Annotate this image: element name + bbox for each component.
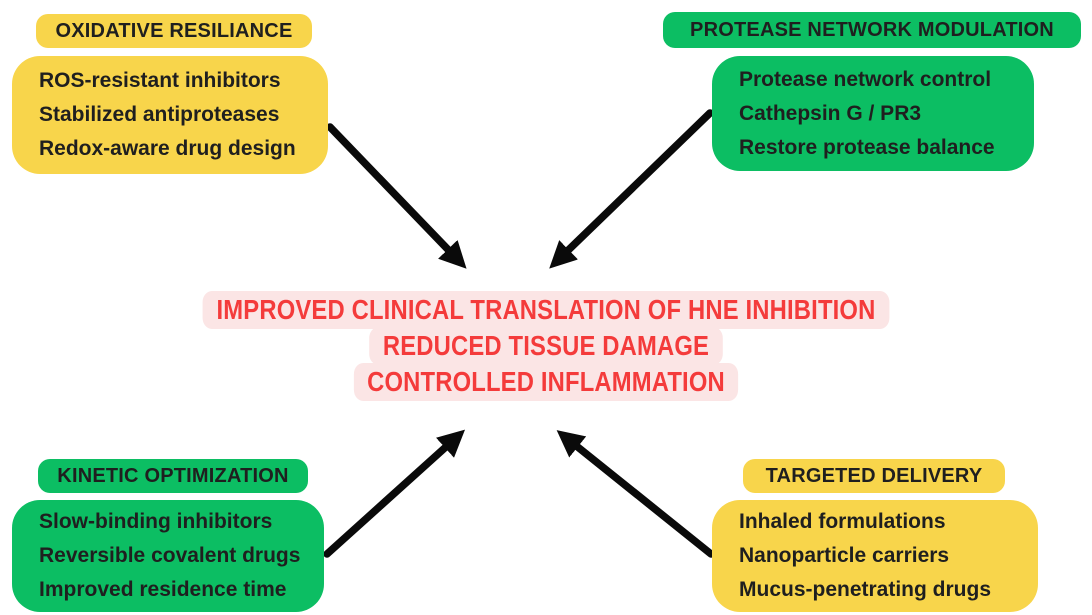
node-body-targeted-delivery: Inhaled formulations Nanoparticle carrie… [712,500,1038,612]
node-item: Restore protease balance [739,135,995,159]
center-outcome-line: IMPROVED CLINICAL TRANSLATION OF HNE INH… [202,291,890,329]
node-item: Cathepsin G / PR3 [739,101,922,125]
node-item: Mucus-penetrating drugs [739,578,992,601]
node-item: Slow-binding inhibitors [39,510,273,533]
node-body-oxidative-resiliance: ROS-resistant inhibitors Stabilized anti… [12,56,328,174]
node-body-protease-network-modulation: Protease network control Cathepsin G / P… [712,56,1034,171]
node-title: OXIDATIVE RESILIANCE [55,19,293,42]
arrow-protease-to-center [549,109,714,269]
node-header-oxidative-resiliance: OXIDATIVE RESILIANCE [36,14,312,48]
node-item: Improved residence time [39,578,287,601]
arrow-targeted-to-center [556,430,715,558]
node-item: ROS-resistant inhibitors [39,69,281,92]
center-outcome-line: REDUCED TISSUE DAMAGE [369,327,723,365]
node-header-kinetic-optimization: KINETIC OPTIMIZATION [38,459,308,493]
node-item: Inhaled formulations [739,510,946,533]
center-outcome-block: IMPROVED CLINICAL TRANSLATION OF HNE INH… [82,291,1010,401]
node-item: Nanoparticle carriers [739,544,950,567]
node-title: PROTEASE NETWORK MODULATION [690,18,1054,41]
node-title: KINETIC OPTIMIZATION [57,464,289,487]
node-header-targeted-delivery: TARGETED DELIVERY [743,459,1005,493]
node-body-kinetic-optimization: Slow-binding inhibitors Reversible coval… [12,500,324,612]
node-item: Protease network control [739,67,992,91]
node-item: Stabilized antiproteases [39,103,280,126]
arrow-kinetic-to-center [323,429,466,558]
node-item: Redox-aware drug design [39,137,296,160]
node-item: Reversible covalent drugs [39,544,301,567]
node-header-protease-network-modulation: PROTEASE NETWORK MODULATION [663,12,1081,48]
node-title: TARGETED DELIVERY [765,464,983,487]
center-outcome-line: CONTROLLED INFLAMMATION [353,363,739,401]
arrow-oxidative-to-center [326,123,467,269]
